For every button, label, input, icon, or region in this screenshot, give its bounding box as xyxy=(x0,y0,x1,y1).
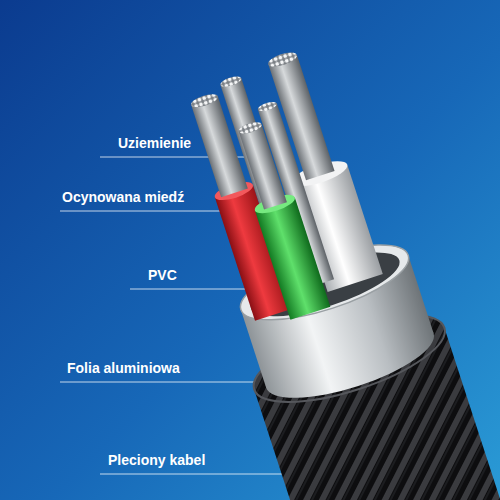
strand-tip xyxy=(190,92,220,110)
part-label: Folia aluminiowa xyxy=(67,360,180,377)
tinned-copper xyxy=(268,55,334,180)
tinned-copper xyxy=(191,96,248,197)
part-label: Ocynowana miedź xyxy=(62,189,184,206)
part-label: Pleciony kabel xyxy=(108,452,205,469)
foil-bottom xyxy=(258,308,442,414)
green-wire xyxy=(255,197,330,319)
tinned-copper xyxy=(239,124,287,209)
strand-tip xyxy=(237,120,263,136)
strand-tip xyxy=(257,100,278,113)
cable xyxy=(158,32,500,500)
strand-tip xyxy=(219,74,242,88)
strand-tip xyxy=(267,50,299,70)
part-label: PVC xyxy=(148,267,177,284)
part-label: Uziemienie xyxy=(118,135,191,152)
